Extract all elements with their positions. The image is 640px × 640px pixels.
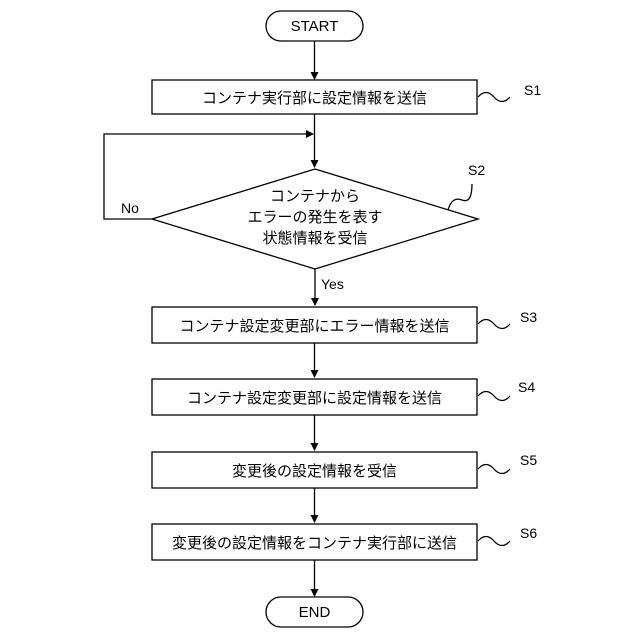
step-s3-leader — [478, 320, 510, 329]
step-s3-id: S3 — [520, 309, 537, 325]
step-s6-leader — [478, 537, 510, 546]
decision-s2-leader — [448, 184, 472, 210]
step-s5-leader — [478, 465, 510, 474]
step-s3-text: コンテナ設定変更部にエラー情報を送信 — [179, 318, 449, 335]
step-s6-id: S6 — [520, 525, 537, 541]
step-s4-leader — [478, 392, 510, 401]
step-s1-leader — [478, 93, 510, 102]
decision-line-3: 状態情報を受信 — [262, 230, 367, 247]
step-s4-text: コンテナ設定変更部に設定情報を送信 — [187, 390, 442, 407]
step-s1-text: コンテナ実行部に設定情報を送信 — [202, 90, 427, 107]
decision-line-1: コンテナから — [270, 188, 360, 205]
no-label: No — [121, 200, 139, 216]
decision-line-2: エラーの発生を表す — [247, 209, 382, 226]
yes-label: Yes — [321, 276, 344, 292]
start-label: START — [291, 18, 339, 35]
step-s1-id: S1 — [524, 82, 541, 98]
step-s5-text: 変更後の設定情報を受信 — [232, 463, 397, 480]
step-s5-id: S5 — [520, 452, 537, 468]
step-s6-text: 変更後の設定情報をコンテナ実行部に送信 — [172, 535, 457, 552]
decision-s2-id: S2 — [468, 162, 485, 178]
step-s4-id: S4 — [518, 379, 535, 395]
end-label: END — [299, 604, 331, 621]
